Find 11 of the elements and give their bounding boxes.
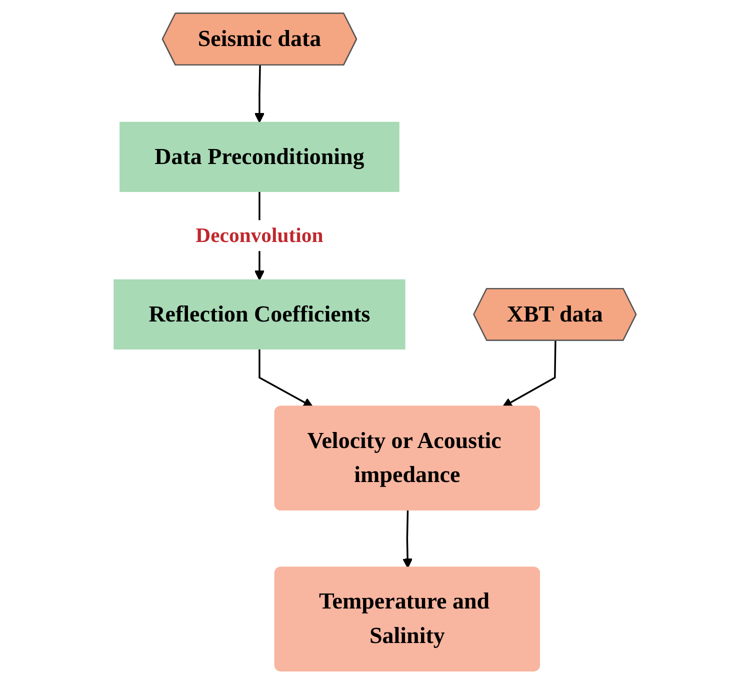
arrow [254, 65, 264, 123]
edge-label: Deconvolution [196, 220, 324, 252]
result-box: Velocity or Acoustic impedance [274, 406, 540, 510]
input-hexagon: Seismic data [162, 12, 357, 66]
process-box: Data Preconditioning [119, 122, 400, 192]
result-box: Temperature and Salinity [274, 566, 540, 672]
process-box: Reflection Coefficients [113, 279, 406, 350]
arrow [258, 348, 314, 408]
arrow [502, 340, 556, 408]
input-hexagon: XBT data [473, 288, 636, 341]
arrow [402, 510, 412, 568]
